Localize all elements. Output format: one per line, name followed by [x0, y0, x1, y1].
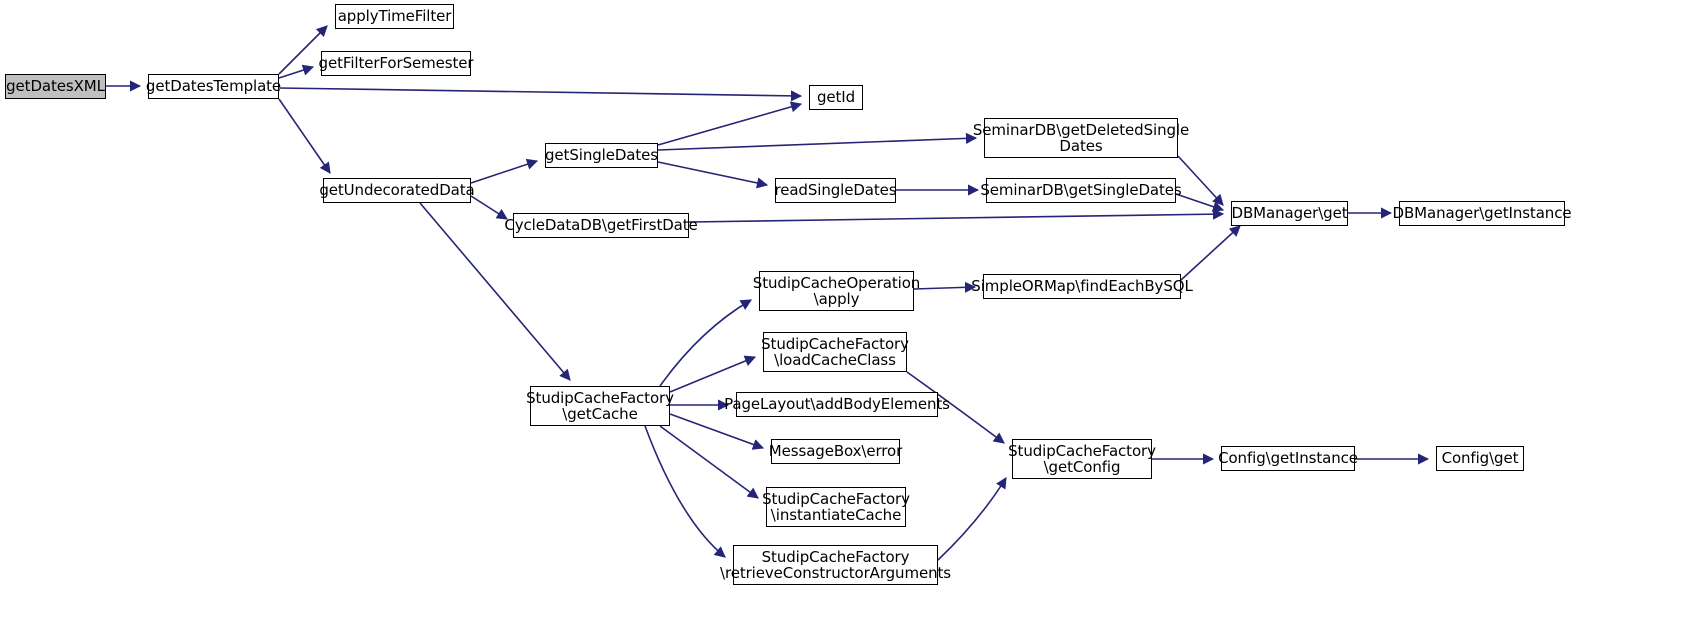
graph-node-getFilterForSemester[interactable]: getFilterForSemester [319, 51, 474, 76]
graph-node-SeminarDBgetSingleDates[interactable]: SeminarDB\getSingleDates [980, 178, 1182, 203]
graph-node-label: Config\get [1441, 449, 1519, 468]
edge-getSingleDates-to-getId [657, 101, 803, 146]
graph-node-label: StudipCacheFactory \loadCacheClass [761, 334, 909, 369]
graph-node-label: StudipCacheFactory \getCache [526, 388, 674, 423]
graph-node-getDatesXML[interactable]: getDatesXML [5, 74, 106, 99]
edge-getDatesTemplate-to-getFilterForSemester [278, 64, 315, 79]
graph-node-label: MessageBox\error [768, 442, 903, 461]
graph-node-label: getSingleDates [545, 146, 659, 165]
edge-CycleDataDBgetFirstDate-to-DBManagerget [688, 208, 1225, 223]
graph-node-label: SimpleORMap\findEachBySQL [971, 277, 1193, 296]
edge-getUndecoratedData-to-CycleDataDBgetFirstDate [470, 195, 508, 220]
graph-node-label: DBManager\getInstance [1392, 204, 1572, 223]
graph-node-SeminarDBgetDeletedSingleDates[interactable]: SeminarDB\getDeletedSingle Dates [973, 118, 1189, 158]
graph-node-label: getDatesXML [6, 77, 105, 96]
edge-getCache-to-retrieveConstructorArguments [644, 425, 726, 558]
graph-node-readSingleDates[interactable]: readSingleDates [774, 178, 897, 203]
graph-node-SimpleORMapfindEachBySQL[interactable]: SimpleORMap\findEachBySQL [971, 274, 1193, 299]
graph-node-ConfiggetInstance[interactable]: Config\getInstance [1218, 446, 1358, 471]
edge-getSingleDates-to-SeminarDBgetDeleted [657, 132, 978, 151]
graph-node-StudipCacheFactoryinstantiateCache[interactable]: StudipCacheFactory \instantiateCache [762, 487, 910, 527]
graph-node-label: CycleDataDB\getFirstDate [504, 216, 698, 235]
graph-node-label: getUndecoratedData [319, 181, 475, 200]
graph-node-label: getDatesTemplate [145, 77, 282, 96]
edge-getDatesTemplate-to-getId [278, 87, 803, 102]
edge-getCache-to-MessageBoxerror [669, 413, 765, 450]
edge-getCache-to-instantiateCache [659, 425, 759, 499]
graph-node-StudipCacheFactorygetConfig[interactable]: StudipCacheFactory \getConfig [1008, 439, 1156, 479]
graph-node-label: StudipCacheFactory \instantiateCache [762, 489, 910, 524]
graph-node-Configget[interactable]: Config\get [1436, 446, 1524, 471]
graph-node-StudipCacheFactorygetCache[interactable]: StudipCacheFactory \getCache [526, 386, 674, 426]
graph-node-StudipCacheFactoryloadCacheClass[interactable]: StudipCacheFactory \loadCacheClass [761, 332, 909, 372]
edge-SimpleORMap-to-DBManagerget [1180, 225, 1241, 281]
graph-node-CycleDataDBgetFirstDate[interactable]: CycleDataDB\getFirstDate [504, 213, 698, 238]
graph-node-applyTimeFilter[interactable]: applyTimeFilter [335, 4, 454, 29]
graph-node-label: readSingleDates [774, 181, 897, 200]
edge-getUndecoratedData-to-getSingleDates [470, 158, 539, 184]
graph-node-label: Config\getInstance [1218, 449, 1358, 468]
graph-node-label: DBManager\get [1231, 204, 1348, 223]
graph-node-label: getId [816, 88, 856, 107]
graph-node-PageLayoutaddBodyElements[interactable]: PageLayout\addBodyElements [724, 392, 950, 417]
graph-node-MessageBoxerror[interactable]: MessageBox\error [769, 439, 902, 464]
graph-node-getId[interactable]: getId [809, 85, 863, 110]
graph-node-label: applyTimeFilter [337, 7, 452, 26]
graph-node-getUndecoratedData[interactable]: getUndecoratedData [319, 178, 475, 203]
graph-node-StudipCacheOperationapply[interactable]: StudipCacheOperation \apply [753, 271, 920, 311]
graph-node-getDatesTemplate[interactable]: getDatesTemplate [146, 74, 281, 99]
edge-getCache-to-loadCacheClass [669, 355, 757, 393]
graph-node-getSingleDates[interactable]: getSingleDates [545, 143, 658, 168]
graph-node-label: SeminarDB\getDeletedSingle Dates [972, 120, 1190, 155]
graph-node-label: StudipCacheFactory \retrieveConstructorA… [720, 547, 952, 582]
graph-node-DBManagerget[interactable]: DBManager\get [1231, 201, 1348, 226]
graph-node-StudipCacheFactoryretrieveConstructorArguments[interactable]: StudipCacheFactory \retrieveConstructorA… [720, 545, 951, 585]
graph-node-DBManagergetInstance[interactable]: DBManager\getInstance [1393, 201, 1572, 226]
edge-getDatesTemplate-to-getUndecoratedData [278, 98, 331, 174]
graph-node-label: getFilterForSemester [318, 54, 474, 73]
graph-node-label: PageLayout\addBodyElements [724, 395, 950, 414]
edge-retrieveConstructorArguments-to-getConfig [937, 477, 1007, 561]
graph-node-label: StudipCacheFactory \getConfig [1008, 441, 1156, 476]
graph-node-label: SeminarDB\getSingleDates [980, 181, 1182, 200]
edge-getCache-to-StudipCacheOperationapply [659, 299, 752, 387]
graph-node-label: StudipCacheOperation \apply [752, 273, 921, 308]
edge-getSingleDates-to-readSingleDates [657, 161, 769, 189]
edge-SeminarDBgetDeleted-to-DBManagerget [1177, 155, 1224, 206]
